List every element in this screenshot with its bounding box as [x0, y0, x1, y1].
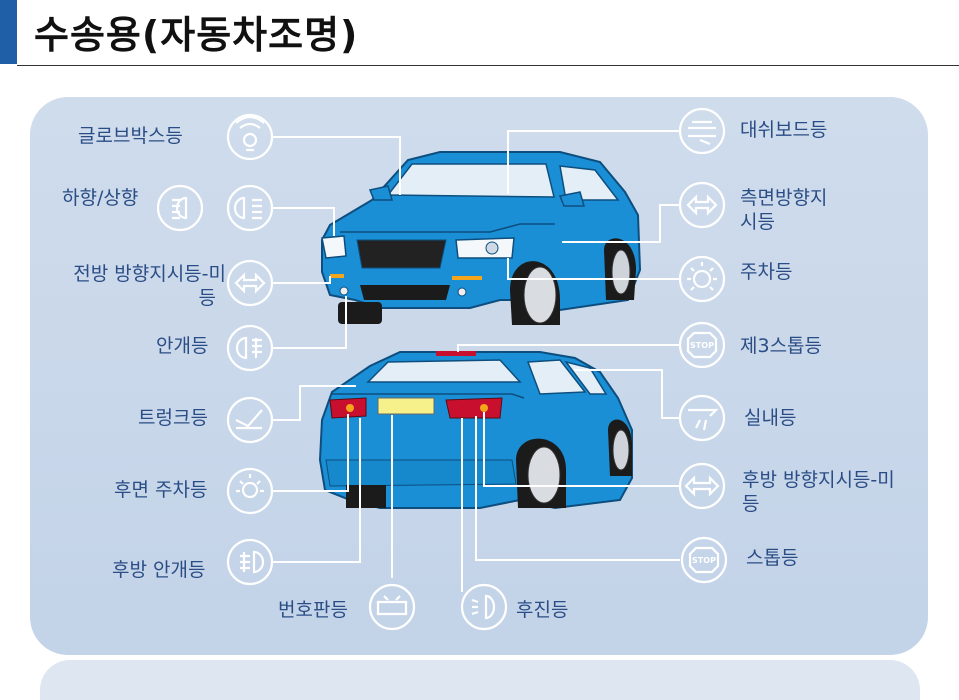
side-turn-icon: [678, 181, 726, 229]
label-license-plate-lamp: 번호판등: [278, 599, 348, 621]
label-front-turn-signal: 전방 방향지시등-미: [73, 263, 226, 285]
label-front-turn-signal-line2: 등: [198, 287, 216, 309]
title-divider: [17, 65, 959, 66]
fog-lamp-icon: [226, 324, 274, 372]
parking-lamp-icon: [678, 255, 726, 303]
stop-icon: [678, 321, 726, 369]
turn-signal-icon: [226, 259, 274, 307]
headlamp-icon: [226, 184, 274, 232]
label-rear-fog-lamp: 후방 안개등: [112, 559, 206, 581]
rear-fog-icon: [226, 538, 274, 586]
label-glovebox-lamp: 글로브박스등: [78, 125, 183, 147]
stop-icon-text: STOP: [692, 556, 716, 565]
glovebox-icon: [226, 113, 274, 161]
label-side-turn-signal: 측면방향지: [740, 187, 828, 209]
label-rear-turn-signal-line2: 등: [742, 493, 760, 515]
stop-icon-text: STOP: [690, 341, 714, 350]
plate-lamp-icon: [368, 583, 416, 631]
trunk-lamp-icon: [226, 396, 274, 444]
label-dashboard-lamp: 대쉬보드등: [740, 119, 828, 141]
turn-signal-icon: [678, 462, 726, 510]
headlamp-icon: [156, 184, 204, 232]
label-stop-lamp: 스톱등: [746, 547, 799, 569]
title-accent-bar: [0, 0, 17, 64]
stop-icon: [680, 536, 728, 584]
interior-lamp-icon: [678, 394, 726, 442]
label-interior-lamp: 실내등: [744, 407, 797, 429]
label-trunk-lamp: 트렁크등: [138, 407, 208, 429]
dashboard-icon: [678, 107, 726, 155]
label-side-turn-signal-line2: 시등: [740, 211, 775, 233]
rear-parking-icon: [226, 467, 274, 515]
label-rear-position-lamp: 후면 주차등: [114, 479, 208, 501]
leader-lines: [272, 130, 680, 592]
label-rear-turn-signal: 후방 방향지시등-미: [742, 469, 895, 491]
page-title: 수송용(자동차조명): [34, 13, 359, 57]
label-parking-lamp: 주차등: [740, 261, 793, 283]
label-reverse-lamp: 후진등: [516, 599, 569, 621]
label-low-high-beam: 하향/상향: [62, 187, 139, 209]
reverse-lamp-icon: [460, 583, 508, 631]
front-car: [321, 151, 642, 325]
car-lighting-diagram: STOP STOP: [156, 107, 728, 631]
label-third-brake-lamp: 제3스톱등: [740, 335, 823, 357]
label-fog-lamp: 안개등: [156, 335, 209, 357]
